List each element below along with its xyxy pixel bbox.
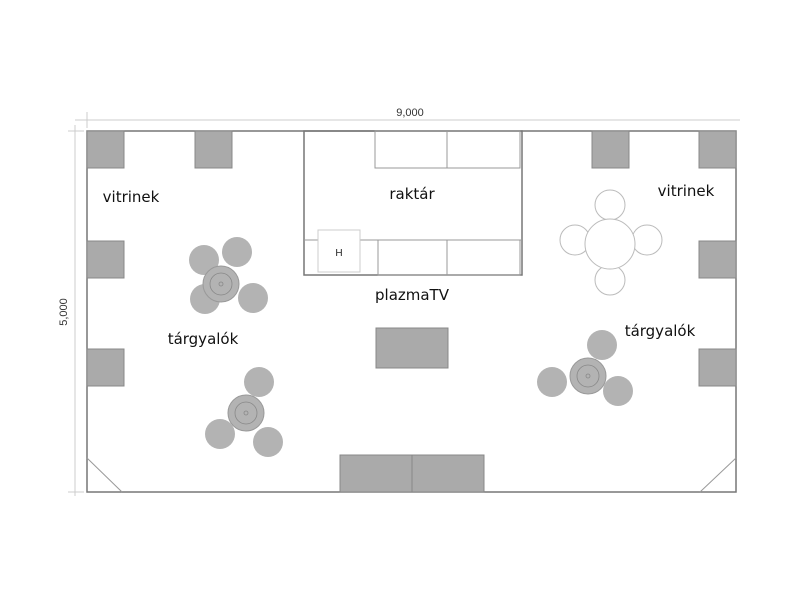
tv-unit	[375, 327, 449, 369]
label-raktar: raktár	[389, 185, 435, 203]
vitrine	[698, 130, 737, 169]
label-vitrinek-left: vitrinek	[103, 188, 160, 206]
table-group-left-bottom	[205, 367, 283, 457]
storage-room: H	[303, 130, 523, 276]
label-plazmatv: plazmaTV	[375, 286, 450, 304]
h-box	[317, 229, 361, 273]
vitrine	[86, 240, 125, 279]
label-vitrinek-right: vitrinek	[658, 182, 715, 200]
vitrine	[194, 130, 233, 169]
height-label: 5,000	[58, 298, 70, 326]
dimension-height: 5,000	[58, 125, 84, 496]
round-table-with-chairs	[559, 189, 663, 296]
vitrines	[86, 130, 737, 387]
corner-left	[86, 457, 123, 493]
counter	[339, 454, 413, 493]
counter	[411, 454, 485, 493]
corner-right	[699, 457, 737, 493]
width-label: 9,000	[396, 107, 424, 119]
h-box-label: H	[335, 248, 342, 259]
vitrine	[86, 130, 125, 169]
table-group-right	[537, 330, 633, 406]
vitrine	[698, 348, 737, 387]
label-targyalok-left: tárgyalók	[168, 330, 239, 348]
table-group-left-top	[189, 237, 268, 314]
vitrine	[86, 348, 125, 387]
label-targyalok-right: tárgyalók	[625, 322, 696, 340]
dimension-width: 9,000	[75, 107, 740, 128]
vitrine	[591, 130, 630, 169]
vitrine	[698, 240, 737, 279]
